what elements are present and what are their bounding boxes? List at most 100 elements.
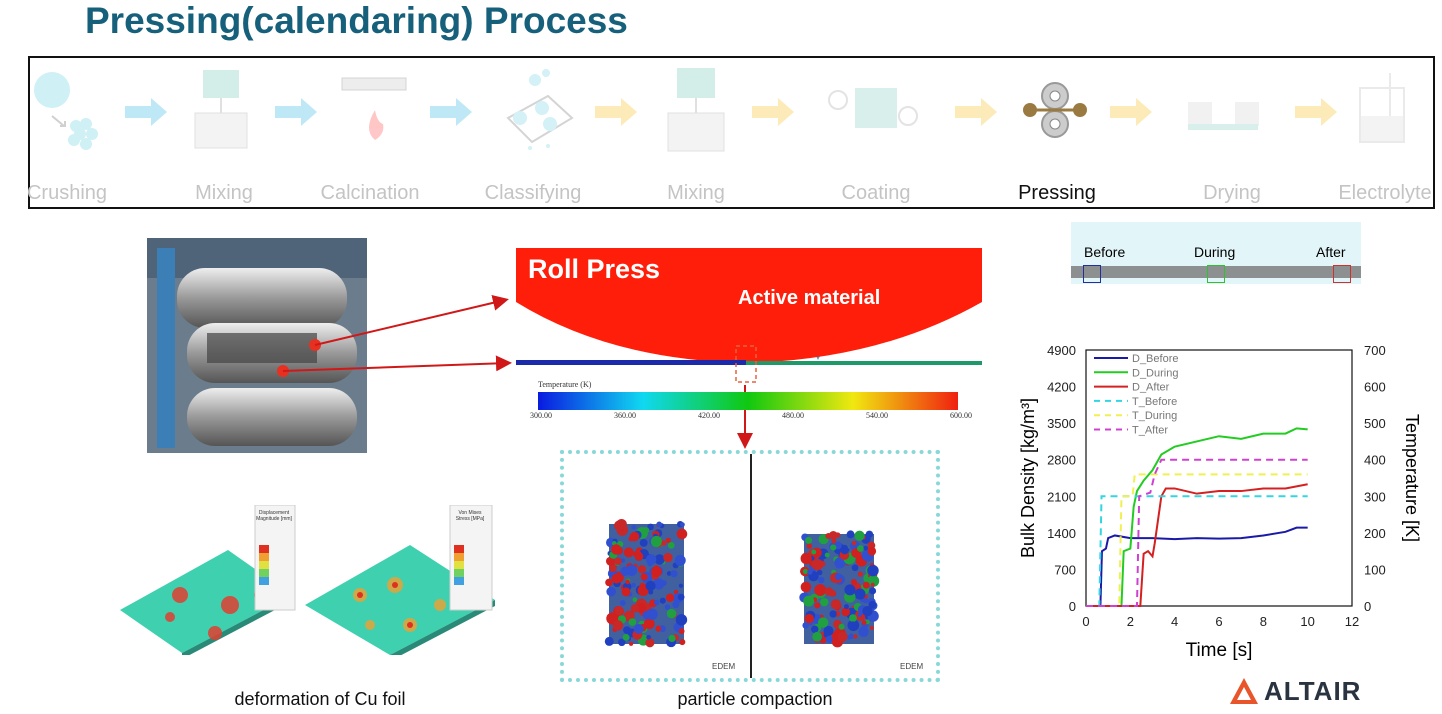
x-tick-label: 0 bbox=[1082, 614, 1089, 629]
particle bbox=[853, 634, 858, 639]
particle bbox=[632, 597, 638, 603]
particle bbox=[679, 638, 686, 646]
particle bbox=[851, 540, 857, 546]
x-tick-label: 2 bbox=[1127, 614, 1134, 629]
particle bbox=[816, 569, 823, 576]
process-step-pressing: Pressing bbox=[1018, 182, 1096, 204]
process-step-electrolyte: Electrolyte bbox=[1338, 182, 1432, 204]
particle bbox=[841, 544, 849, 552]
y2-tick-label: 300 bbox=[1364, 489, 1386, 504]
cu-foil-caption: deformation of Cu foil bbox=[234, 689, 406, 709]
coating-icon bbox=[828, 88, 918, 128]
y2-tick-label: 400 bbox=[1364, 453, 1386, 468]
y-tick-label: 2800 bbox=[1047, 453, 1076, 468]
particle bbox=[837, 631, 848, 642]
particle bbox=[643, 618, 655, 630]
particle bbox=[856, 545, 864, 552]
particle bbox=[829, 610, 837, 618]
roll-press-diagram bbox=[516, 248, 982, 410]
particle bbox=[806, 543, 813, 549]
particle bbox=[645, 580, 656, 591]
particle bbox=[661, 580, 667, 586]
process-arrow-icon bbox=[275, 98, 317, 126]
x-tick-label: 8 bbox=[1260, 614, 1267, 629]
particle bbox=[862, 606, 873, 617]
y2-tick-label: 600 bbox=[1364, 380, 1386, 395]
particle-compaction-panel: EDEM EDEM bbox=[560, 450, 940, 682]
particle bbox=[639, 538, 648, 547]
particle bbox=[803, 595, 815, 607]
particle bbox=[646, 608, 658, 620]
particle bbox=[604, 636, 614, 646]
particle bbox=[645, 638, 655, 648]
particle bbox=[830, 544, 837, 551]
particle bbox=[824, 587, 834, 596]
y-tick-label: 4900 bbox=[1047, 343, 1076, 358]
process-arrow-icon bbox=[955, 98, 997, 126]
y-tick-label: 2100 bbox=[1047, 489, 1076, 504]
slide-title: Pressing(calendaring) Process bbox=[85, 0, 628, 41]
particle bbox=[611, 544, 622, 555]
particle bbox=[666, 571, 672, 576]
particle bbox=[620, 558, 626, 563]
altair-brand: ALTAIR bbox=[1264, 676, 1362, 706]
particle bbox=[646, 634, 651, 640]
particle bbox=[630, 604, 640, 613]
particle bbox=[675, 614, 688, 626]
panel-divider bbox=[750, 454, 752, 678]
legend-label: T_During bbox=[1132, 410, 1177, 422]
x-tick-label: 6 bbox=[1215, 614, 1222, 629]
process-step-calcination: Calcination bbox=[320, 182, 420, 204]
legend-label: T_After bbox=[1132, 425, 1168, 437]
particle bbox=[655, 626, 662, 632]
x-axis-label: Time [s] bbox=[1186, 640, 1253, 661]
colorbar-tick: 300.00 bbox=[530, 411, 552, 420]
particle bbox=[617, 638, 626, 647]
particle bbox=[838, 623, 845, 630]
particle bbox=[611, 573, 622, 584]
particle bbox=[845, 584, 855, 594]
process-step-mixing: Mixing bbox=[667, 182, 725, 204]
particle bbox=[867, 575, 880, 587]
particle bbox=[628, 618, 637, 626]
particle bbox=[854, 588, 866, 600]
process-arrow-icon bbox=[752, 98, 794, 126]
particle bbox=[802, 622, 809, 629]
roll-press-label: Roll Press bbox=[528, 254, 661, 284]
legend-label: T_Before bbox=[1132, 396, 1177, 408]
compressed-layer bbox=[746, 361, 982, 365]
legend-label: D_After bbox=[1132, 382, 1170, 394]
plot-area bbox=[1085, 349, 1353, 607]
y-tick-label: 1400 bbox=[1047, 526, 1076, 541]
crushing-icon bbox=[34, 72, 98, 150]
particle bbox=[640, 573, 648, 581]
roll-shape bbox=[516, 248, 982, 363]
particle bbox=[870, 582, 875, 587]
y-tick-label: 700 bbox=[1054, 562, 1076, 577]
particle bbox=[664, 604, 671, 610]
electrolyte-icon bbox=[1359, 73, 1405, 143]
y2-tick-label: 500 bbox=[1364, 416, 1386, 431]
particle bbox=[814, 584, 827, 596]
colorbar-tick: 480.00 bbox=[782, 411, 804, 420]
particle bbox=[818, 576, 825, 584]
particle bbox=[812, 631, 822, 642]
y-tick-label: 4200 bbox=[1047, 380, 1076, 395]
particle bbox=[622, 633, 630, 641]
particle bbox=[625, 579, 630, 585]
particle bbox=[667, 542, 675, 549]
particle bbox=[654, 554, 665, 565]
series-line-d-after bbox=[1086, 483, 1308, 607]
colorbar-tick: 360.00 bbox=[614, 411, 636, 420]
particle bbox=[858, 626, 869, 638]
particle bbox=[670, 570, 678, 578]
particle bbox=[857, 571, 864, 577]
particle bbox=[805, 536, 813, 544]
particle bbox=[648, 589, 654, 595]
particle bbox=[804, 613, 814, 624]
particle bbox=[653, 578, 665, 590]
y2-tick-label: 0 bbox=[1364, 599, 1371, 614]
process-step-mixing: Mixing bbox=[195, 182, 253, 204]
